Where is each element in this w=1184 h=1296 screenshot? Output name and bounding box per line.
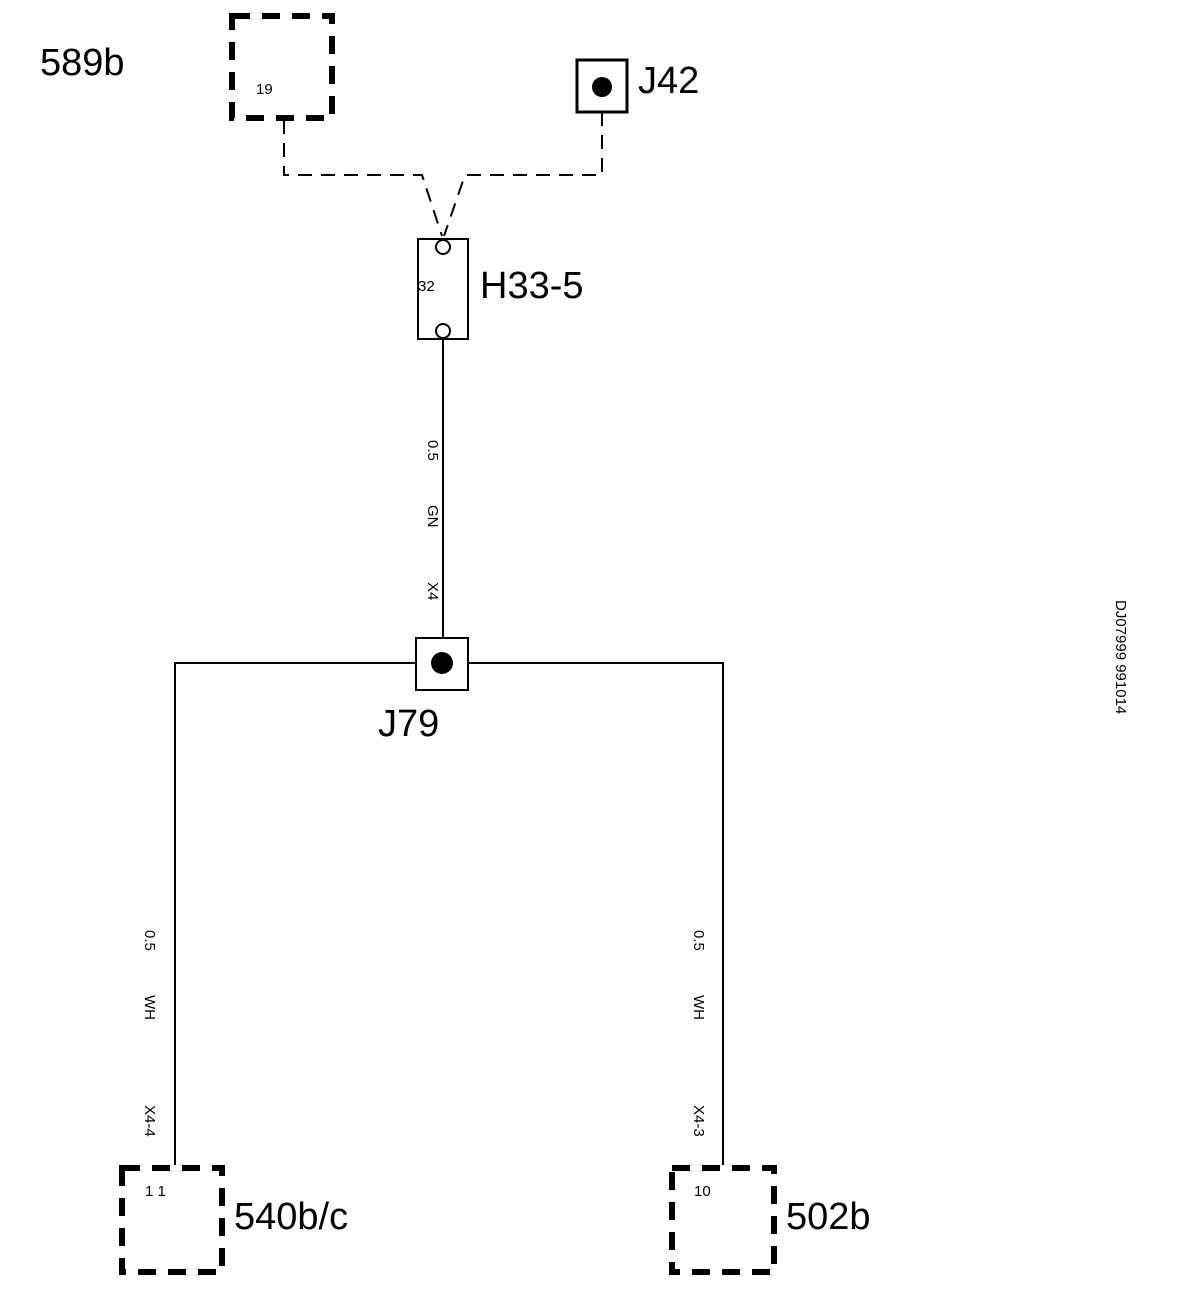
wire-right-size: 0.5 — [690, 930, 707, 951]
connector-540b-c: 1 1 540b/c — [119, 1165, 348, 1275]
page-id-label: 589b — [40, 42, 125, 84]
connector-540b-c-label: 540b/c — [234, 1196, 348, 1238]
wire-main-color: GN — [424, 505, 441, 528]
splice-j42-label: J42 — [638, 60, 699, 102]
connector-502b: 10 502b — [669, 1165, 871, 1275]
connector-540b-c-pin: 1 1 — [145, 1183, 166, 1200]
connector-502b-label: 502b — [786, 1196, 871, 1238]
wire-left-connector: X4-4 — [141, 1105, 158, 1137]
connector-19-pin: 19 — [256, 81, 273, 98]
wire-right-connector: X4-3 — [690, 1105, 707, 1137]
wire-right-color: WH — [690, 995, 707, 1020]
connector-h33-5: 32 H33-5 — [417, 238, 584, 340]
splice-j42: J42 — [575, 58, 699, 114]
wire-main-connector: X4 — [424, 582, 441, 600]
connector-19: 19 — [229, 13, 335, 121]
connector-502b-pin: 10 — [694, 1183, 711, 1200]
dashed-wires — [283, 112, 603, 237]
wire-left-color: WH — [141, 995, 158, 1020]
splice-j79: J79 — [174, 637, 724, 1165]
connector-h33-5-pin: 32 — [418, 278, 435, 295]
wire-main-size: 0.5 — [424, 440, 441, 461]
wire-left-size: 0.5 — [141, 930, 158, 951]
splice-j79-label: J79 — [378, 703, 439, 745]
connector-h33-5-label: H33-5 — [480, 265, 584, 307]
reference-code: DJ07999 991014 — [1112, 600, 1129, 714]
